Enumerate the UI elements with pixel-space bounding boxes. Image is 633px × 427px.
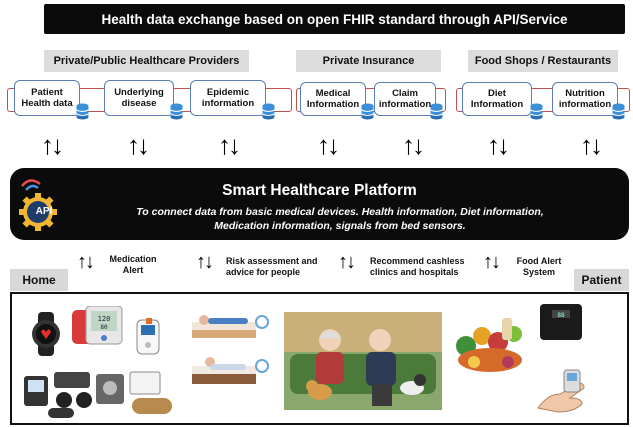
svg-text:120: 120 — [98, 315, 111, 323]
devices-panel — [10, 292, 629, 425]
platform-desc-line-2: Medication information, signals from bed… — [214, 220, 466, 232]
api-label: API — [35, 206, 53, 217]
group-label-insurance: Private Insurance — [296, 50, 441, 72]
database-icon — [612, 103, 625, 120]
up-down-arrows-icon: ↑↓ — [196, 251, 214, 273]
platform-title: Smart Healthcare Platform — [222, 182, 417, 199]
group-bracket-food — [456, 88, 630, 112]
group-label-providers-text: Private/Public Healthcare Providers — [53, 55, 240, 67]
service-patient-health-data: Patient Health data — [14, 80, 80, 116]
group-label-food: Food Shops / Restaurants — [468, 50, 618, 72]
smartwatch-icon — [32, 312, 60, 356]
flow-risk-assessment: Risk assessment and advice for people — [226, 256, 326, 278]
flow-line: advice for people — [226, 267, 301, 277]
flow-line: System — [522, 267, 556, 277]
flow-medication-alert: Medication Alert — [108, 254, 158, 276]
service-label: Claim information — [378, 88, 432, 110]
flow-line: Medication — [109, 254, 157, 264]
svg-text:80: 80 — [100, 324, 108, 331]
patient-label-text: Patient — [581, 273, 622, 287]
smart-healthcare-platform — [10, 168, 629, 240]
flow-line: Alert — [122, 265, 144, 275]
database-icon — [170, 103, 183, 120]
flow-food-alert: Food Alert System — [510, 256, 568, 278]
service-diet-information: Diet Information — [462, 82, 532, 116]
group-label-food-text: Food Shops / Restaurants — [474, 55, 612, 67]
banner-title: Health data exchange based on open FHIR … — [101, 11, 568, 27]
flow-line: Food Alert — [516, 256, 562, 266]
glucometer-icon — [136, 318, 160, 355]
flow-line: Recommend cashless — [370, 256, 465, 266]
up-down-arrows-icon: ↑↓ — [77, 251, 95, 273]
database-icon — [262, 103, 275, 120]
up-down-arrows-icon: ↑↓ — [338, 251, 356, 273]
group-label-insurance-text: Private Insurance — [322, 55, 415, 67]
database-icon — [361, 103, 374, 120]
patient-label: Patient — [574, 269, 629, 291]
api-gear-icon — [19, 179, 57, 231]
up-down-arrows-icon: ↑↓ — [580, 130, 603, 160]
blood-pressure-monitor-icon: 120 80 — [72, 306, 123, 345]
database-icon — [530, 103, 543, 120]
up-down-arrows-icon: ↑↓ — [487, 130, 510, 160]
service-label: Medical Information — [306, 88, 360, 110]
service-epidemic-information: Epidemic information — [190, 80, 266, 116]
flow-line: clinics and hospitals — [370, 267, 459, 277]
svg-text:88: 88 — [557, 312, 565, 319]
home-label-text: Home — [22, 273, 56, 287]
database-icon — [430, 103, 443, 120]
up-down-arrows-icon: ↑↓ — [483, 251, 501, 273]
flow-line: Risk assessment and — [226, 256, 318, 266]
bed-sensor-icon — [192, 357, 269, 384]
service-label: Nutrition information — [558, 88, 612, 110]
service-label: Diet Information — [470, 88, 524, 110]
home-label: Home — [10, 269, 68, 291]
database-icon — [76, 103, 89, 120]
platform-description: To connect data from basic medical devic… — [70, 205, 610, 233]
service-nutrition-information: Nutrition information — [552, 82, 618, 116]
bed-sensor-icon — [192, 315, 269, 338]
up-down-arrows-icon: ↑↓ — [402, 130, 425, 160]
smart-scale-icon: 88 — [540, 304, 582, 340]
service-label: Epidemic information — [201, 87, 255, 109]
service-claim-information: Claim information — [374, 82, 436, 116]
food-basket-photo — [456, 318, 522, 372]
flow-recommend-clinics: Recommend cashless clinics and hospitals — [370, 256, 470, 278]
service-label: Underlying disease — [114, 87, 164, 109]
up-down-arrows-icon: ↑↓ — [127, 130, 150, 160]
wearables-icon — [24, 371, 172, 418]
service-medical-information: Medical Information — [300, 82, 366, 116]
elderly-couple-photo — [284, 312, 442, 410]
top-banner: Health data exchange based on open FHIR … — [44, 4, 625, 34]
hand-device-icon — [537, 369, 585, 413]
service-label: Patient Health data — [21, 87, 73, 109]
platform-desc-line-1: To connect data from basic medical devic… — [136, 206, 544, 218]
service-underlying-disease: Underlying disease — [104, 80, 174, 116]
up-down-arrows-icon: ↑↓ — [218, 130, 241, 160]
up-down-arrows-icon: ↑↓ — [41, 130, 64, 160]
up-down-arrows-icon: ↑↓ — [317, 130, 340, 160]
group-label-providers: Private/Public Healthcare Providers — [44, 50, 249, 72]
